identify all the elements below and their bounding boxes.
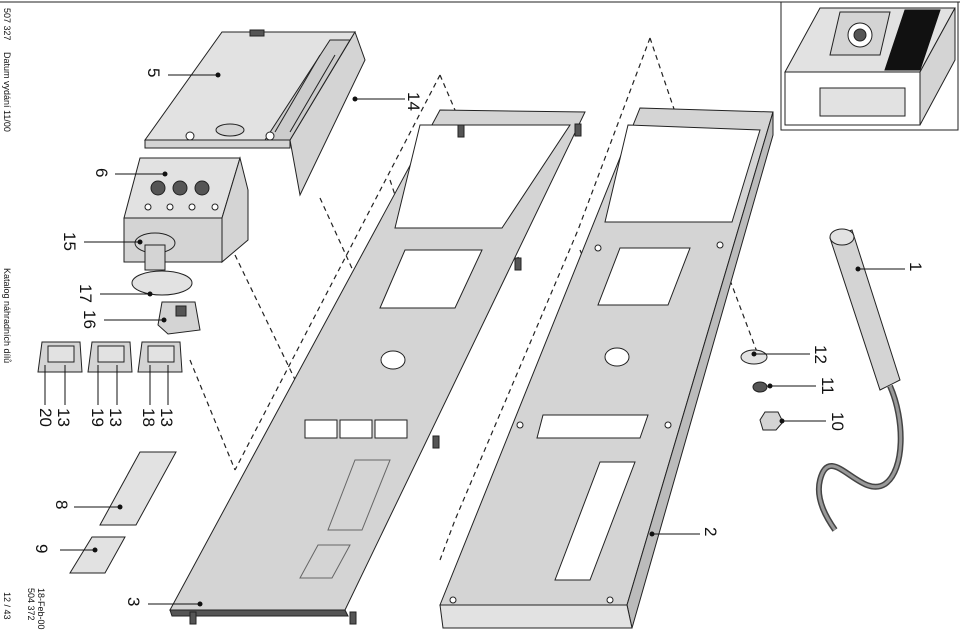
part-5-drive-unit: [144, 29, 366, 197]
inset-view: [780, 1, 959, 131]
callout-17: 17: [76, 284, 95, 303]
part-16-contact-block: [157, 301, 201, 335]
callout-9: 9: [32, 544, 51, 553]
part-3-front-plate: [169, 109, 586, 625]
part-1-pendant: [815, 228, 904, 532]
callout-14: 14: [404, 92, 423, 111]
switches-row: [37, 341, 183, 373]
callout-11: 11: [818, 377, 837, 395]
callout-6: 6: [92, 168, 111, 177]
callout-13-b: 13: [106, 408, 125, 427]
part-9-film: [69, 536, 126, 574]
callout-19: 19: [88, 408, 107, 427]
callout-3: 3: [124, 597, 143, 606]
callout-18: 18: [139, 408, 158, 427]
callout-5: 5: [144, 68, 163, 77]
callout-13-c: 13: [157, 408, 176, 427]
part-17-washer: [131, 270, 193, 296]
part-11-lockwasher: [752, 381, 768, 393]
callout-15: 15: [60, 232, 79, 251]
callout-numbers: 5 14 6 15 17 16 20 13 19 13 18 13 8 9 3 …: [32, 68, 925, 606]
part-8-film: [99, 451, 177, 526]
callout-16: 16: [80, 310, 99, 329]
leader-lines: [44, 72, 905, 607]
callout-8: 8: [52, 500, 71, 509]
part-2-housing: [439, 107, 774, 629]
callout-13-a: 13: [54, 408, 73, 427]
callout-20: 20: [36, 408, 55, 427]
callout-12: 12: [811, 345, 830, 364]
callout-10: 10: [828, 412, 847, 431]
part-15-emergency-stop: [134, 232, 176, 271]
part-10-nut: [759, 411, 784, 431]
callout-2: 2: [701, 527, 720, 536]
callout-1: 1: [906, 262, 925, 271]
